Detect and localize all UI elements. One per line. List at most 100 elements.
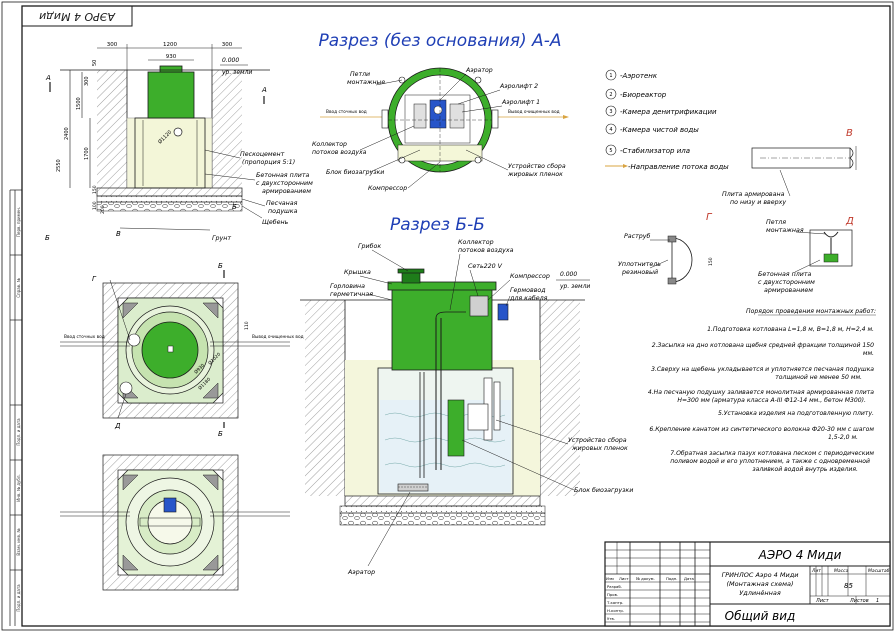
- tb-sheets: Листов: [849, 598, 869, 604]
- dim-930: 930: [166, 54, 177, 60]
- tb-view: Общий вид: [725, 609, 796, 623]
- procedure-step: 1,5-2,0 м.: [828, 434, 858, 441]
- detail-v: В Плита армирована по низу и вверху: [722, 128, 857, 206]
- label-sand-cement-ratio: (пропорция 5:1): [242, 159, 295, 166]
- aa-bioblock: Блок биозагрузки: [326, 168, 384, 176]
- section-mark-b: Б: [218, 262, 223, 270]
- aa-collector: потоков воздуха: [312, 149, 367, 156]
- tb-lit: Лит: [811, 568, 821, 574]
- title-section-bb: Разрез Б-Б: [390, 215, 485, 235]
- aa-compressor: Компрессор: [368, 185, 407, 192]
- top-stamp-text: АЭРО 4 Миди: [39, 10, 116, 23]
- tb-row-label: Изм: [606, 576, 614, 581]
- tb-sheets-value: 1: [876, 598, 879, 604]
- detail-g: Г Раструб Уплотнитель резиновый 150: [618, 212, 714, 285]
- bb-level-zero: 0.000: [560, 271, 577, 278]
- margin-strip: Перв. примен. Справ. № Подп. и дата Инв.…: [9, 189, 22, 626]
- dim-vertical: 50: [92, 60, 98, 66]
- procedure-step: 4.На песчаную подушку заливается монолит…: [648, 389, 874, 396]
- tb-staff: Разраб.: [607, 584, 622, 589]
- dim-vertical: 150: [92, 185, 98, 194]
- bb-aerator: Аэратор: [347, 569, 375, 576]
- left-elevation: 300 1200 300 930 0.000 ур. земли 50 300 …: [45, 42, 313, 242]
- level-zero: 0.000: [222, 57, 239, 64]
- plan-inlet: Ввод сточных вод: [64, 334, 105, 340]
- label-concrete: с двухсторонним: [256, 180, 313, 187]
- procedure-step: 7.Обратная засыпка пазух котлована песко…: [670, 449, 874, 457]
- legend-num: 1: [609, 73, 612, 79]
- tb-desc: ГРИНЛОС Аэро 4 Миди: [722, 571, 799, 579]
- dim-vertical: 300: [84, 76, 90, 86]
- plate-note: Плита армирована: [722, 191, 785, 198]
- aa-outlet: Вывод очищенных вод: [508, 109, 560, 115]
- tb-product: АЭРО 4 Миди: [758, 548, 842, 562]
- margin-label: Перв. примен.: [16, 207, 21, 237]
- aa-airlift2: Аэролифт 2: [499, 83, 538, 90]
- top-stamp: АЭРО 4 Миди: [21, 5, 133, 27]
- aa-inlet: Ввод сточных вод: [326, 109, 367, 115]
- dim-vertical: 100: [92, 201, 98, 210]
- procedure-step: 5.Установка изделия на подготовленную пл…: [718, 410, 874, 417]
- procedure-step: 2.Засыпка на дно котлована щебня средней…: [652, 341, 874, 349]
- bb-neck: герметичная: [330, 291, 373, 298]
- procedure-step: мм.: [863, 350, 874, 357]
- tb-scale: Масштаб: [868, 568, 890, 574]
- aa-aerator: Аэратор: [465, 67, 493, 74]
- dim-300-left: 300: [107, 42, 118, 48]
- section-mark-b: Б: [218, 430, 223, 438]
- loop-label: монтажная: [766, 227, 804, 234]
- plan-view-2: [60, 454, 290, 591]
- legend-text: -Аэротенк: [620, 72, 658, 80]
- dim-vertical: 200: [100, 205, 106, 214]
- tb-row-label: № докум.: [636, 576, 655, 581]
- legend-text: -Биореактор: [620, 91, 667, 99]
- bb-film: жировых пленок: [571, 445, 628, 452]
- margin-label: Взам. инв. №: [16, 528, 21, 555]
- bb-bioblock: Блок биозагрузки: [574, 486, 633, 494]
- dim-vertical: 1500: [76, 97, 82, 110]
- tb-staff: Утв.: [607, 616, 615, 621]
- plan-view-1: Ввод сточных вод Вывод очищенных вод 110…: [60, 262, 304, 438]
- legend-text: -Камера денитрификации: [620, 108, 717, 116]
- tb-mass: Масса: [834, 568, 849, 574]
- tb-desc: Удлинённая: [739, 589, 781, 597]
- legend-num: 3: [609, 109, 612, 115]
- label-concrete: армированием: [262, 188, 311, 195]
- plate-note: по низу и вверху: [730, 199, 786, 206]
- title-section-aa: Разрез (без основания) А-А: [319, 31, 562, 51]
- dim-1200: 1200: [163, 42, 177, 48]
- tb-desc: (Монтажная схема): [726, 580, 793, 588]
- procedure-step: H=300 мм (арматура класса А-III Ф12-14 м…: [677, 396, 866, 404]
- plan-dim: 110: [244, 321, 250, 330]
- margin-label: Подп. и дата: [16, 418, 21, 446]
- tb-row-label: Подп.: [666, 576, 678, 581]
- tb-sheet: Лист: [815, 598, 830, 604]
- bb-neck: Горловина: [330, 283, 365, 290]
- aa-loops: монтажные: [347, 79, 385, 86]
- bb-lid: Крышка: [344, 269, 371, 276]
- detail-d: Д Петля монтажная Бетонная плита с двухс…: [758, 216, 854, 294]
- aa-collector: Коллектор: [312, 141, 347, 148]
- detail-mark-g: Г: [706, 212, 713, 223]
- bb-film: Устройство сбора: [568, 436, 627, 444]
- aa-film: Устройство сбора: [508, 162, 566, 170]
- label-concrete: Бетонная плита: [256, 172, 309, 179]
- bb-compressor: Компрессор: [510, 273, 550, 280]
- title-block: Изм Лист № докум. Подп. Дата Разраб. Про…: [604, 541, 891, 627]
- seal-label: резиновый: [621, 269, 658, 276]
- procedure-step: заливкой водой внутрь изделия.: [752, 466, 858, 473]
- legend-num: 2: [609, 92, 612, 98]
- d-concrete: армированием: [764, 287, 813, 294]
- legend-text: -Камера чистой воды: [620, 126, 699, 134]
- dim-vertical: 2400: [64, 127, 70, 140]
- section-aa: Ввод сточных вод Вывод очищенных вод Пет…: [312, 67, 569, 192]
- procedure-title: Порядок проведения монтажных работ:: [746, 307, 876, 315]
- dim-vertical: 1700: [84, 147, 90, 160]
- procedure-step: 3.Сверху на щебень укладывается и уплотн…: [651, 365, 874, 373]
- flow-direction: -Направление потока воды: [628, 163, 729, 171]
- bb-collector: потоков воздуха: [458, 247, 514, 254]
- detail-mark-g: Г: [92, 275, 97, 283]
